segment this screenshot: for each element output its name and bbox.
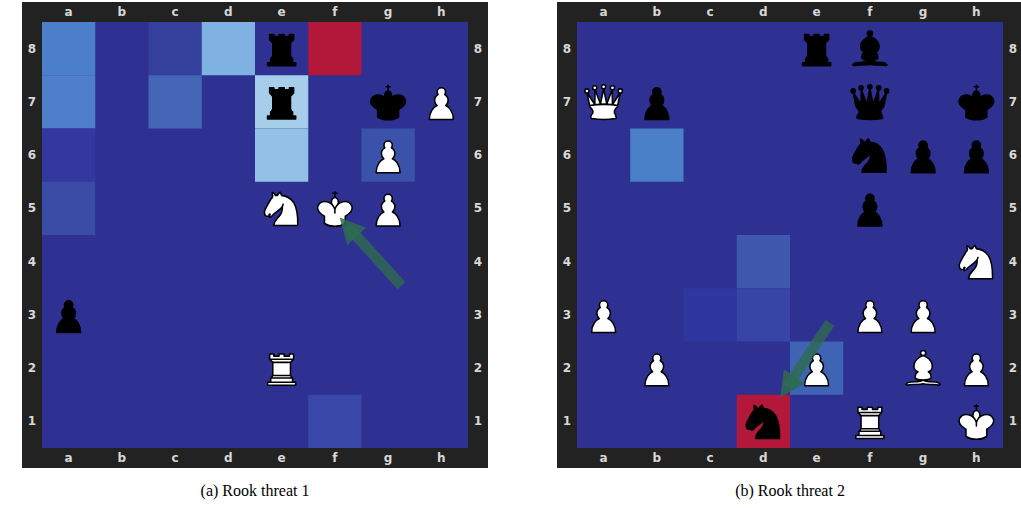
file-label: b bbox=[118, 6, 127, 18]
rank-label: 8 bbox=[474, 43, 482, 55]
rank-label: 5 bbox=[474, 202, 482, 214]
rank-label: 6 bbox=[563, 149, 571, 161]
move-arrow bbox=[787, 323, 830, 387]
rank-label: 6 bbox=[28, 149, 36, 161]
rank-label: 5 bbox=[563, 202, 571, 214]
rank-label: 8 bbox=[28, 43, 36, 55]
rank-label: 8 bbox=[563, 43, 571, 55]
rank-label: 2 bbox=[563, 362, 571, 374]
file-label: f bbox=[867, 6, 872, 18]
rank-label: 2 bbox=[474, 362, 482, 374]
rank-label: 1 bbox=[28, 415, 36, 427]
chess-pieces bbox=[57, 35, 454, 386]
file-label: a bbox=[65, 452, 73, 464]
file-label: e bbox=[813, 452, 821, 464]
rank-label: 6 bbox=[474, 149, 482, 161]
file-label: g bbox=[919, 6, 928, 18]
rank-label: 3 bbox=[1009, 309, 1017, 321]
file-label: h bbox=[972, 452, 981, 464]
rank-label: 3 bbox=[474, 309, 482, 321]
subfigure-caption: (b) Rook threat 2 bbox=[735, 483, 845, 499]
file-label: a bbox=[65, 6, 73, 18]
rank-label: 7 bbox=[28, 96, 36, 108]
rank-label: 7 bbox=[563, 96, 571, 108]
rank-label: 5 bbox=[1009, 202, 1017, 214]
board-frame bbox=[557, 2, 1021, 468]
chess-pieces bbox=[585, 31, 994, 439]
file-label: h bbox=[972, 6, 981, 18]
file-label: d bbox=[759, 6, 768, 18]
rank-label: 3 bbox=[563, 309, 571, 321]
rank-label: 7 bbox=[474, 96, 482, 108]
file-label: d bbox=[759, 452, 768, 464]
file-label: f bbox=[332, 452, 337, 464]
file-label: e bbox=[813, 6, 821, 18]
move-arrow bbox=[348, 227, 401, 286]
file-label: d bbox=[224, 452, 233, 464]
file-label: c bbox=[172, 6, 179, 18]
rank-label: 1 bbox=[474, 415, 482, 427]
file-label: h bbox=[437, 452, 446, 464]
chess-board bbox=[557, 2, 1021, 468]
file-label: h bbox=[437, 6, 446, 18]
rank-label: 3 bbox=[28, 309, 36, 321]
rank-label: 6 bbox=[1009, 149, 1017, 161]
rank-label: 8 bbox=[1009, 43, 1017, 55]
heat-squares bbox=[42, 22, 415, 448]
rank-label: 4 bbox=[474, 256, 482, 268]
file-label: b bbox=[653, 452, 662, 464]
rank-label: 2 bbox=[28, 362, 36, 374]
rank-label: 4 bbox=[563, 256, 571, 268]
chess-board bbox=[22, 2, 488, 468]
rank-label: 2 bbox=[1009, 362, 1017, 374]
board-ground bbox=[42, 22, 468, 448]
rank-label: 1 bbox=[1009, 415, 1017, 427]
file-label: e bbox=[278, 6, 286, 18]
file-label: e bbox=[278, 452, 286, 464]
file-label: g bbox=[919, 452, 928, 464]
file-label: f bbox=[332, 6, 337, 18]
subfigure-caption: (a) Rook threat 1 bbox=[201, 483, 310, 499]
board-frame bbox=[22, 2, 488, 468]
rank-label: 4 bbox=[28, 256, 36, 268]
file-label: g bbox=[384, 6, 393, 18]
file-label: g bbox=[384, 452, 393, 464]
file-label: a bbox=[600, 6, 608, 18]
rank-label: 4 bbox=[1009, 256, 1017, 268]
file-label: c bbox=[707, 6, 714, 18]
file-label: b bbox=[653, 6, 662, 18]
file-label: b bbox=[118, 452, 127, 464]
file-label: c bbox=[172, 452, 179, 464]
file-label: a bbox=[600, 452, 608, 464]
file-label: f bbox=[867, 452, 872, 464]
file-label: c bbox=[707, 452, 714, 464]
file-label: d bbox=[224, 6, 233, 18]
heat-squares bbox=[630, 129, 843, 449]
rank-label: 1 bbox=[563, 415, 571, 427]
rank-label: 5 bbox=[28, 202, 36, 214]
board-ground bbox=[577, 22, 1003, 448]
rank-label: 7 bbox=[1009, 96, 1017, 108]
